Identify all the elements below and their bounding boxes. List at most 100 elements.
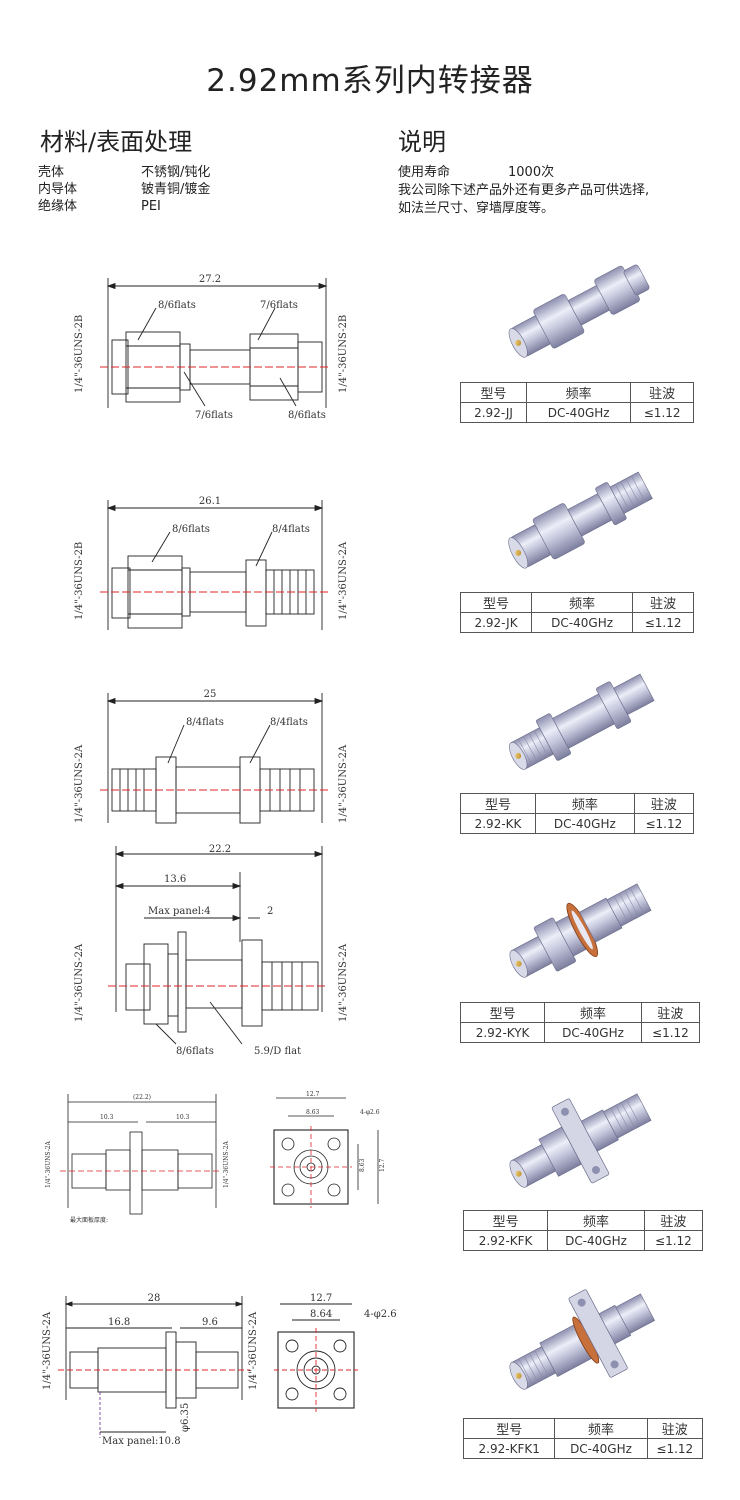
photo-kfk — [490, 1070, 670, 1214]
dim-dia: φ6.35 — [180, 1403, 191, 1432]
cell-vswr: ≤1.12 — [643, 1230, 704, 1251]
cell-freq: DC-40GHz — [526, 402, 632, 423]
photo-jk — [490, 455, 670, 589]
material-row: 壳体不锈钢/钝化 — [38, 164, 210, 181]
material-part: 壳体 — [38, 165, 65, 180]
photo-kk — [490, 658, 670, 792]
cell-freq: DC-40GHz — [554, 1438, 648, 1459]
description-line: 如法兰尺寸、穿墙厚度等。 — [398, 201, 555, 216]
header-vswr: 驻波 — [646, 1418, 704, 1439]
header-freq: 频率 — [526, 382, 632, 403]
drawing-jj: 27.2 8/6flats 7/6flats 7/6flats 8/6flats… — [60, 268, 360, 433]
header-vswr: 驻波 — [630, 382, 694, 403]
cell-freq: DC-40GHz — [544, 1022, 642, 1043]
cell-model: 2.92-JJ — [459, 402, 528, 423]
material-row: 绝缘体 PEI — [38, 198, 210, 215]
cell-vswr: ≤1.12 — [630, 402, 694, 423]
thread-right: 1/4"-36UNS-2A — [338, 943, 349, 1022]
photo-jj — [490, 250, 670, 374]
dim-right: 9.6 — [202, 1317, 218, 1328]
header-freq: 频率 — [544, 1002, 642, 1023]
dim-left-top: 8/6flats — [172, 524, 210, 535]
dim-holes: 8.64 — [310, 1309, 332, 1320]
dim-total: 25 — [204, 689, 217, 700]
material-finish: 铍青铜/镀金 — [141, 182, 211, 197]
drawing-kfk: (22.2) 10.3 10.3 最大面板厚度: 1/4"-36UNS-2A 1… — [30, 1088, 430, 1248]
thread-left: 1/4"-36UNS-2A — [74, 943, 85, 1022]
cell-model: 2.92-KYK — [459, 1022, 546, 1043]
header-model: 型号 — [459, 793, 537, 814]
cell-model: 2.92-KFK — [462, 1230, 549, 1251]
dim-total: (22.2) — [133, 1094, 151, 1101]
dim-flats: 8/6flats — [176, 1046, 214, 1057]
cell-model: 2.92-KFK1 — [462, 1438, 556, 1459]
dim-total: 28 — [148, 1293, 161, 1304]
materials-list: 壳体不锈钢/钝化 内导体 铍青铜/镀金 绝缘体 PEI — [38, 164, 210, 215]
dim-hole-dia: 4-φ2.6 — [360, 1109, 380, 1116]
dim-side1: 8.63 — [359, 1158, 366, 1172]
dim-right-top: 8/4flats — [270, 717, 308, 728]
page-title: 2.92mm系列内转接器 — [206, 63, 534, 99]
thread-left: 1/4"-36UNS-2B — [74, 315, 85, 393]
cell-model: 2.92-JK — [459, 612, 533, 633]
thread-right: 1/4"-36UNS-2A — [338, 744, 349, 823]
material-part: 绝缘体 — [38, 199, 78, 214]
dim-hole-dia: 4-φ2.6 — [364, 1309, 397, 1320]
dim-panel: Max panel:10.8 — [102, 1436, 181, 1447]
dim-panel: Max panel:4 — [148, 906, 211, 917]
dim-right-top: 7/6flats — [260, 300, 298, 311]
cell-vswr: ≤1.12 — [640, 1022, 701, 1043]
thread-right: 1/4"-36UNS-2B — [338, 315, 349, 393]
dim-right-top: 8/4flats — [272, 524, 310, 535]
photo-kfk1 — [490, 1272, 670, 1416]
cell-freq: DC-40GHz — [531, 612, 634, 633]
header-model: 型号 — [459, 1002, 546, 1023]
dim-side2: 12.7 — [379, 1158, 386, 1172]
dim-gap: 2 — [267, 906, 273, 917]
drawing-kfk1: 28 16.8 9.6 Max panel:10.8 φ6.35 1/4"-36… — [30, 1290, 430, 1470]
dim-square: 12.7 — [310, 1293, 332, 1304]
dim-total: 27.2 — [199, 274, 221, 285]
dim-total: 22.2 — [209, 844, 231, 855]
materials-heading: 材料/表面处理 — [40, 128, 193, 156]
dim-holes: 8.63 — [306, 1109, 320, 1116]
material-finish: PEI — [141, 199, 161, 214]
cell-freq: DC-40GHz — [535, 813, 635, 834]
thread-left: 1/4"-36UNS-2A — [45, 1140, 52, 1188]
thread-left: 1/4"-36UNS-2A — [42, 1311, 53, 1390]
dim-right-bottom: 8/6flats — [288, 410, 326, 421]
header-vswr: 驻波 — [640, 1002, 701, 1023]
header-freq: 频率 — [547, 1210, 645, 1231]
material-part: 内导体 — [38, 182, 78, 197]
header-vswr: 驻波 — [633, 793, 695, 814]
thread-right: 1/4"-36UNS-2A — [338, 541, 349, 620]
dim-left: 16.8 — [108, 1317, 130, 1328]
thread-right: 1/4"-36UNS-2A — [248, 1311, 259, 1390]
dim-dflat: 5.9/D flat — [254, 1046, 301, 1057]
header-freq: 频率 — [535, 793, 635, 814]
header-model: 型号 — [459, 382, 528, 403]
cell-freq: DC-40GHz — [547, 1230, 645, 1251]
description-line: 我公司除下述产品外还有更多产品可供选择, — [398, 183, 650, 198]
dim-total: 26.1 — [199, 496, 221, 507]
cell-vswr: ≤1.12 — [632, 612, 694, 633]
panel-note: 最大面板厚度: — [70, 1216, 108, 1224]
header-vswr: 驻波 — [643, 1210, 704, 1231]
life-label: 使用寿命 — [398, 165, 451, 180]
drawing-kyk: 22.2 13.6 Max panel:4 2 8/6flats 5.9/D f… — [60, 842, 360, 1062]
dim-right: 10.3 — [176, 1114, 190, 1121]
cell-vswr: ≤1.12 — [633, 813, 695, 834]
dim-part: 13.6 — [164, 874, 186, 885]
cell-model: 2.92-KK — [459, 813, 537, 834]
dim-left: 10.3 — [100, 1114, 114, 1121]
header-model: 型号 — [462, 1418, 556, 1439]
dim-left-top: 8/6flats — [158, 300, 196, 311]
header-vswr: 驻波 — [632, 592, 694, 613]
